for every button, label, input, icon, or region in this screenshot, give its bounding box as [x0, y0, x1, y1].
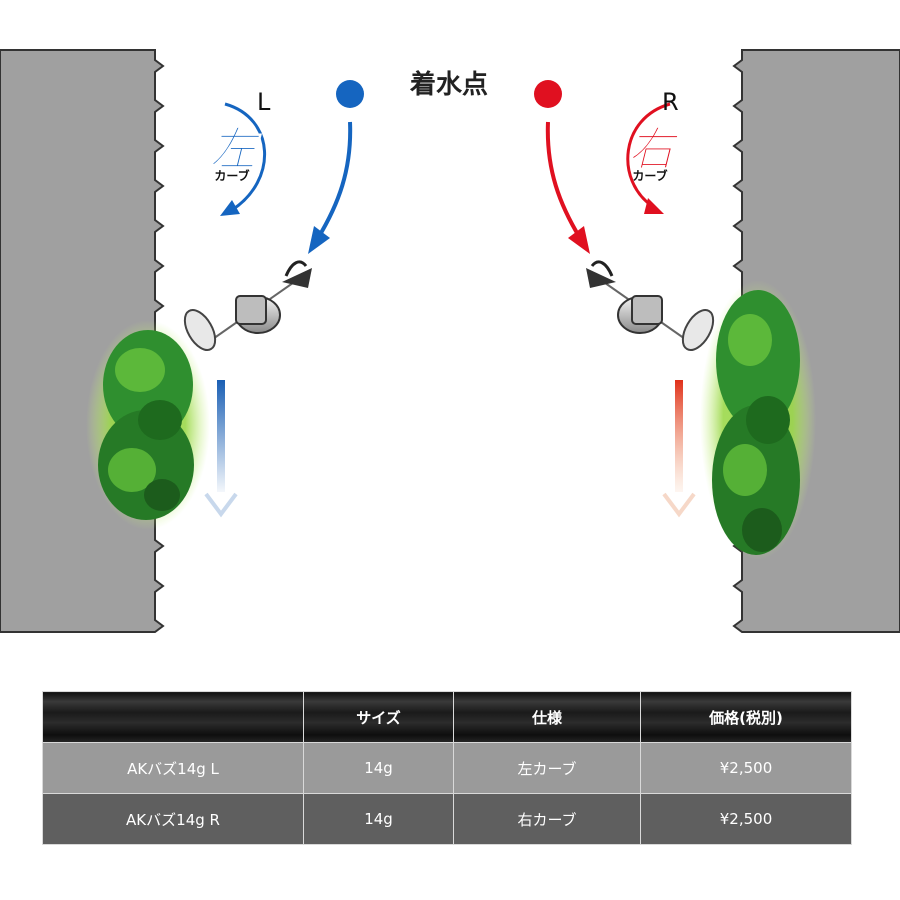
product-size: 14g — [303, 793, 454, 845]
right-buzzbait-lure — [586, 260, 715, 351]
left-buzzbait-lure — [183, 260, 312, 351]
left-grass — [86, 320, 210, 530]
right-letter: R — [662, 88, 679, 116]
right-curve-sub: カーブ — [632, 168, 667, 183]
left-trajectory-arrowhead — [308, 226, 330, 254]
left-curve-badge: L 左 カーブ — [210, 88, 271, 216]
right-curve-badge: R 右 カーブ — [626, 88, 681, 214]
product-spec: 左カーブ — [453, 742, 641, 794]
left-kanji: 左 — [210, 122, 262, 176]
left-retrieve-arrow — [204, 380, 238, 518]
header-name — [42, 691, 304, 743]
header-spec: 仕様 — [453, 691, 641, 743]
header-size: サイズ — [303, 691, 454, 743]
left-curve-sub: カーブ — [214, 168, 249, 183]
table-header-row: サイズ 仕様 価格(税別) — [42, 691, 852, 743]
table-row: AKバズ14g L 14g 左カーブ ¥2,500 — [42, 742, 852, 794]
spec-table: サイズ 仕様 価格(税別) AKバズ14g L 14g 左カーブ ¥2,500 … — [42, 691, 852, 845]
left-trajectory-arrow — [316, 121, 353, 240]
landing-point-label: 着水点 — [409, 69, 488, 100]
left-landing-dot — [336, 80, 364, 108]
product-name: AKバズ14g R — [42, 793, 304, 845]
table-row: AKバズ14g R 14g 右カーブ ¥2,500 — [42, 793, 852, 845]
right-retrieve-arrow — [662, 380, 696, 518]
product-price: ¥2,500 — [640, 793, 852, 845]
right-landing-dot — [534, 80, 562, 108]
right-grass — [700, 280, 816, 560]
right-trajectory-arrow — [545, 121, 582, 240]
header-price: 価格(税別) — [640, 691, 852, 743]
right-trajectory-arrowhead — [568, 226, 590, 254]
right-kanji: 右 — [628, 122, 680, 176]
left-letter: L — [257, 88, 271, 116]
product-spec: 右カーブ — [453, 793, 641, 845]
product-price: ¥2,500 — [640, 742, 852, 794]
casting-diagram: 着水点 L 左 カーブ R 右 カーブ — [0, 49, 900, 633]
product-size: 14g — [303, 742, 454, 794]
product-name: AKバズ14g L — [42, 742, 304, 794]
